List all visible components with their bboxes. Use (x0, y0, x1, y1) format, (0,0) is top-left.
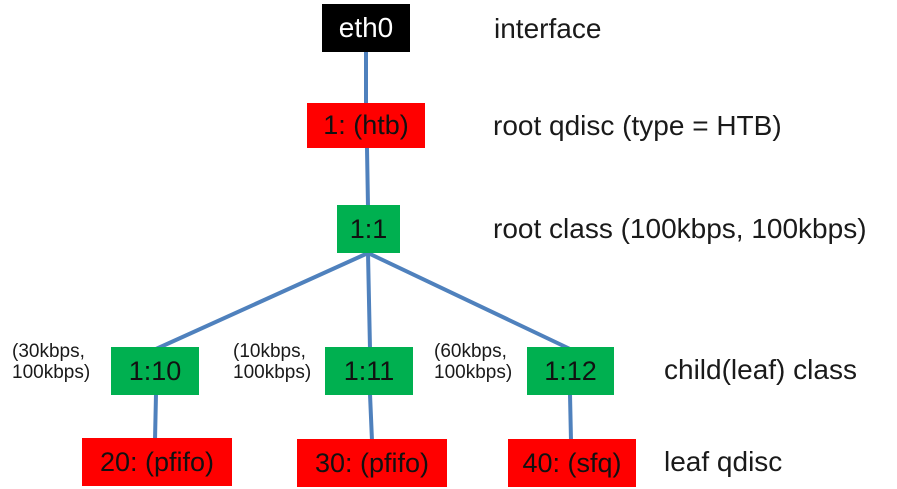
node-root-qdisc-htb: 1: (htb) (307, 103, 425, 148)
rate-annotation-line: (30kbps, (12, 341, 85, 362)
connector-line-htb-11 (365, 146, 370, 209)
node-child-class-1-12: 1:12 (527, 347, 614, 395)
rate-annotation-1-11: (10kbps, 100kbps) (233, 341, 311, 383)
connector-line-11-111 (366, 251, 372, 351)
row-label-leaf-qdisc: leaf qdisc (664, 446, 783, 477)
row-label-root-qdisc: root qdisc (type = HTB) (493, 110, 782, 141)
connector-line-11-110 (154, 251, 370, 351)
connector-line-112-40 (568, 392, 573, 443)
row-label-root-class: root class (100kbps, 100kbps) (493, 213, 867, 244)
rate-annotation-line: (10kbps, (233, 341, 306, 362)
node-leaf-qdisc-40: 40: (sfq) (508, 439, 636, 487)
node-leaf-qdisc-20: 20: (pfifo) (82, 438, 232, 486)
connector-line-110-20 (153, 392, 158, 442)
node-interface-eth0: eth0 (322, 4, 410, 52)
connector-line-111-30 (368, 392, 374, 443)
node-root-class-1-1: 1:1 (337, 205, 400, 253)
row-label-child-class: child(leaf) class (664, 354, 857, 385)
rate-annotation-line: 100kbps) (12, 362, 91, 383)
rate-annotation-line: 100kbps) (434, 362, 513, 383)
node-child-class-1-11: 1:11 (325, 347, 413, 395)
connector-line-11-112 (366, 251, 572, 351)
rate-annotation-1-10: (30kbps, 100kbps) (12, 341, 90, 383)
rate-annotation-line: 100kbps) (233, 362, 312, 383)
rate-annotation-line: (60kbps, (434, 341, 507, 362)
row-label-interface: interface (494, 13, 602, 44)
node-child-class-1-10: 1:10 (111, 347, 199, 395)
node-leaf-qdisc-30: 30: (pfifo) (297, 439, 447, 487)
rate-annotation-1-12: (60kbps, 100kbps) (434, 341, 512, 383)
